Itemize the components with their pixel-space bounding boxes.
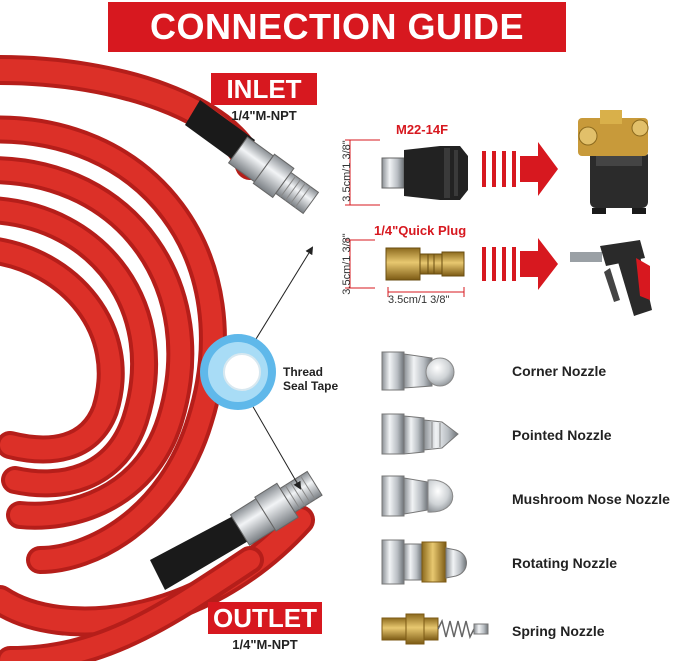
mushroom-nose-nozzle-icon [381,475,454,517]
rotating-nozzle-icon [381,539,467,585]
arrow-to-gun [482,238,558,290]
m22-14f-label: M22-14F [396,122,449,137]
pointed-nozzle-icon [381,413,459,455]
spring-nozzle-label: Spring Nozzle [512,623,605,639]
quick-plug-width-dim: 3.5cm/1 3/8" [388,294,450,306]
corner-nozzle-icon [381,351,455,391]
arrow-to-inlet [247,246,314,353]
corner-nozzle-label: Corner Nozzle [512,363,607,379]
thread-seal-tape-icon [200,334,276,410]
outlet-spec: 1/4"M-NPT [232,637,298,652]
arrow-to-pump [482,142,558,196]
inlet-fitting [185,100,320,215]
arrow-to-outlet [247,397,302,490]
quick-plug-label: 1/4"Quick Plug [374,223,467,238]
mushroom-nose-nozzle-label: Mushroom Nose Nozzle [512,491,670,507]
spring-nozzle-icon [381,613,489,645]
title-banner: CONNECTION GUIDE [108,2,566,52]
rotating-nozzle-label: Rotating Nozzle [512,555,617,571]
page-title: CONNECTION GUIDE [149,6,524,47]
hose-coil [0,55,315,661]
inlet-label: INLET [211,73,317,105]
outlet-label: OUTLET [208,602,322,634]
inlet-spec: 1/4"M-NPT [231,108,297,123]
quick-plug-fitting-icon [385,247,465,281]
m22-14f-fitting-icon [381,146,468,200]
dimension-lines [345,139,465,297]
spray-gun-icon [570,240,652,316]
pointed-nozzle-label: Pointed Nozzle [512,427,612,443]
pressure-pump-icon [578,110,649,214]
outlet-fitting [150,470,323,590]
thread-seal-tape-label: Thread Seal Tape [283,365,339,393]
quick-plug-height-dim: 3.5cm/1 3/8" [341,233,353,295]
